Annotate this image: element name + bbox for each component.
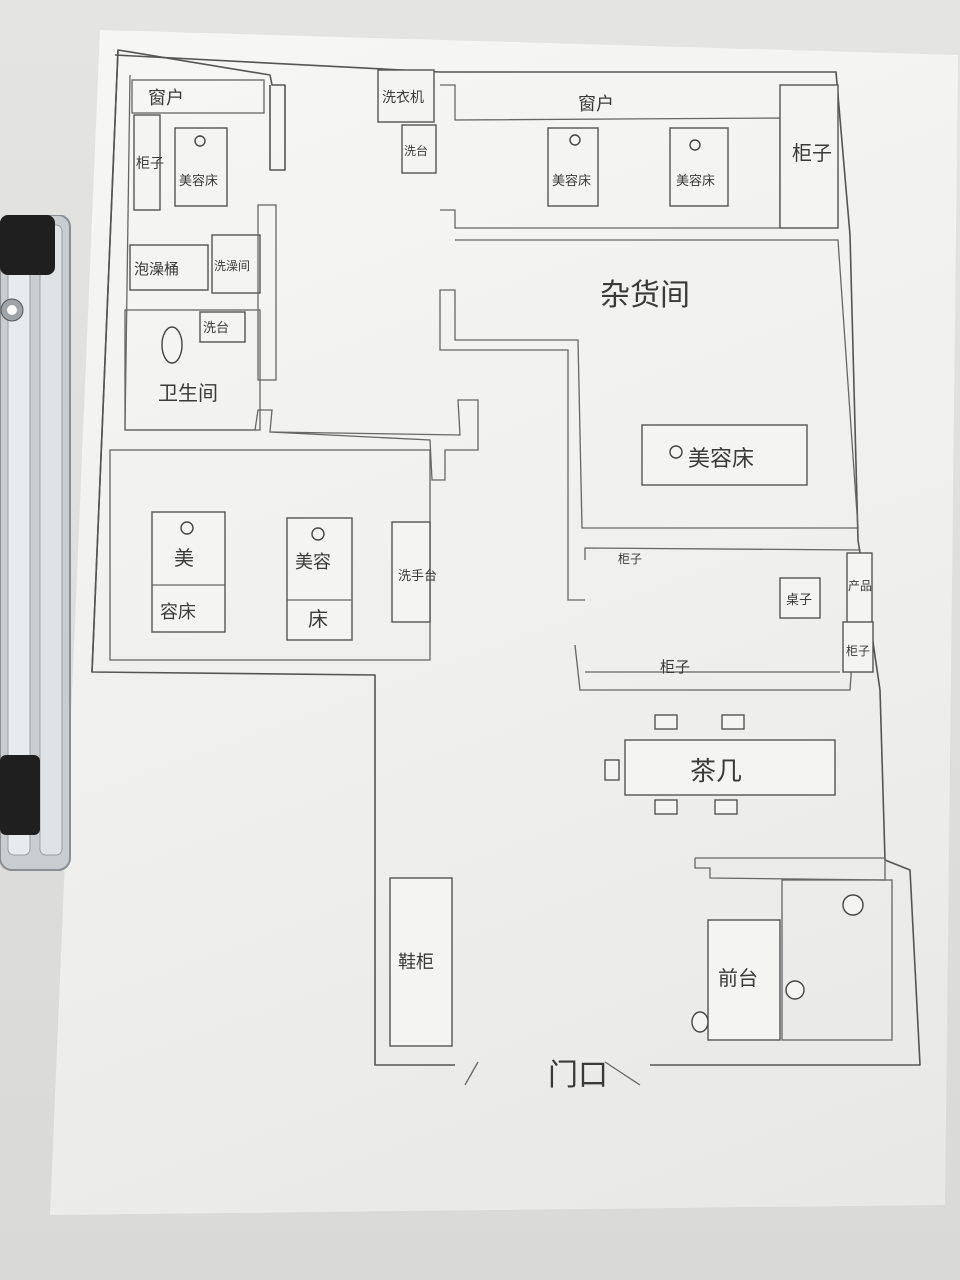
inner-wall-left [124, 74, 479, 481]
stool-front-1 [785, 980, 805, 1000]
cabinet-side-box [842, 621, 874, 673]
pillow-store-icon [669, 445, 683, 459]
storeroom-wall [439, 239, 859, 601]
window-left-frame [131, 79, 265, 114]
clipboard-clip [0, 215, 71, 871]
label-shower: 洗澡间 [214, 259, 250, 273]
stool-front-2 [691, 1011, 709, 1033]
cabinet-left-box [133, 114, 161, 211]
outer-wall-left [91, 49, 455, 1066]
front-desk-box [707, 919, 781, 1041]
label-bed-lower2-top: 美容 [295, 552, 331, 573]
label-door: 门口 [548, 1058, 608, 1093]
label-wash-toilet: 洗台 [203, 321, 229, 336]
bed-tr2-box [669, 127, 729, 207]
label-cabinet-right: 柜子 [792, 141, 832, 165]
wash-toilet-box [199, 311, 246, 343]
label-washer: 洗衣机 [382, 90, 424, 106]
corridor-wall [574, 547, 861, 691]
bath-tub-box [129, 244, 209, 291]
label-wash-basin: 洗手台 [398, 569, 437, 584]
label-bed-tr2: 美容床 [676, 173, 715, 189]
stool-4 [714, 799, 738, 815]
stool-2 [721, 714, 745, 730]
label-tea-table: 茶几 [690, 757, 742, 787]
label-bed-tr1: 美容床 [552, 173, 591, 189]
cabinet-right-box [779, 84, 839, 229]
label-table-small: 桌子 [786, 593, 812, 608]
label-bed-store: 美容床 [688, 447, 754, 472]
bed-store-box [641, 424, 808, 486]
product-box [846, 552, 873, 624]
label-cabinet-mid: 柜子 [618, 552, 642, 566]
outer-wall [91, 49, 286, 673]
label-wash-small: 洗台 [404, 143, 428, 158]
label-bath-tub: 泡澡桶 [134, 260, 179, 278]
shoe-cabinet-box [389, 877, 453, 1047]
door-mark-left [464, 1061, 479, 1086]
reception-wall [694, 857, 886, 881]
pillow-tr2-icon [689, 139, 701, 151]
stool-1 [654, 714, 678, 730]
label-window-right: 窗户 [578, 94, 614, 115]
label-window-left: 窗户 [148, 88, 184, 109]
label-bed-lower1-top: 美 [174, 546, 194, 570]
partition-wall [257, 204, 277, 381]
stool-3 [654, 799, 678, 815]
tea-table-box [624, 739, 836, 796]
table-small-box [779, 577, 821, 619]
toilet-room-frame [124, 309, 261, 431]
label-bed-lower2-bot: 床 [308, 607, 328, 631]
pillow-lower2-icon [311, 527, 325, 541]
stool-5 [604, 759, 620, 781]
pillow-tl-icon [194, 135, 206, 147]
reception-zone [781, 879, 893, 1041]
label-shoe-cabinet: 鞋柜 [398, 952, 434, 973]
wash-basin-box [391, 521, 431, 623]
label-cabinet-long: 柜子 [660, 658, 690, 676]
washer-box [377, 69, 435, 123]
pillow-tr1-icon [569, 134, 581, 146]
label-front-desk: 前台 [718, 966, 758, 990]
label-product: 产品 [848, 579, 872, 593]
pillow-lower1-icon [180, 521, 194, 535]
label-cabinet-side: 柜子 [846, 644, 870, 658]
label-bed-lower1-bot: 容床 [160, 602, 196, 623]
shower-box [211, 234, 261, 294]
wash-small-box [401, 124, 437, 174]
plant-icon [842, 894, 864, 916]
label-bed-tl: 美容床 [179, 173, 218, 189]
label-storeroom: 杂货间 [600, 278, 690, 313]
label-cabinet-left: 柜子 [136, 156, 164, 172]
toilet-icon [161, 326, 183, 364]
label-toilet-room: 卫生间 [158, 381, 218, 405]
door-mark-right [604, 1061, 641, 1086]
